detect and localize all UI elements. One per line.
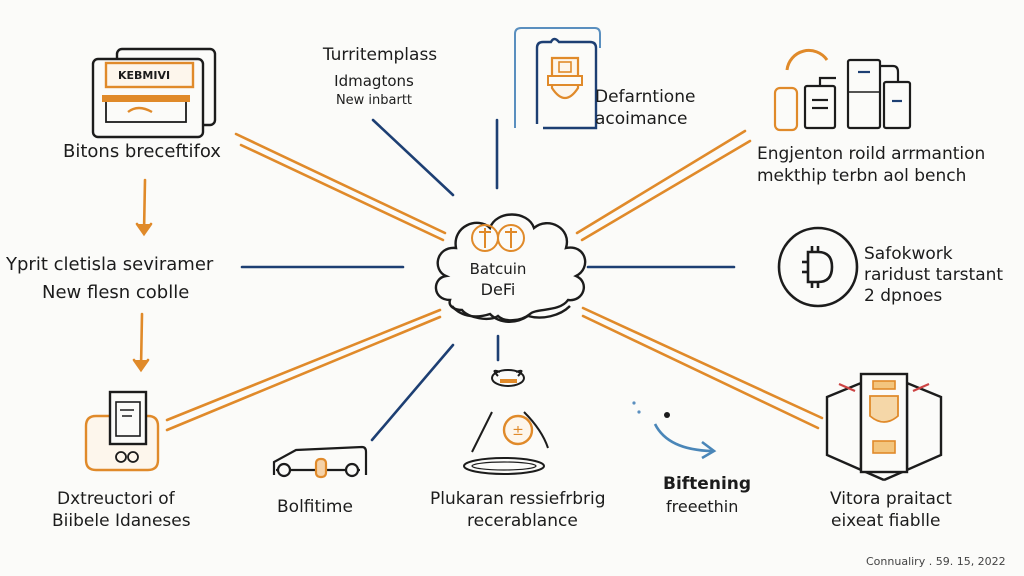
bitcoin-circle-icon <box>777 226 859 308</box>
connector-top-right <box>575 129 752 242</box>
node-top-center-left-line2: New inbartt <box>335 93 413 108</box>
node-middle-left-line2: New flesn coblle <box>42 282 190 303</box>
devices-icon <box>773 49 912 132</box>
node-top-center-left-line1: Idmagtons <box>334 72 414 90</box>
footer-date: Connualiry . 59. 15, 2022 <box>866 555 1006 568</box>
node-top-center-line2: acoimance <box>595 109 688 129</box>
curved-arrow-icon <box>632 401 717 460</box>
document-card-icon <box>91 47 217 139</box>
node-top-right-line2: mekthip terbn aol bench <box>757 166 967 186</box>
connector-bottom-left <box>165 308 442 432</box>
node-middle-left-line1: Yprit cletisla seviramer <box>6 254 214 275</box>
phone-wallet-icon <box>84 390 160 472</box>
node-top-left-label: Bitons breceftifox <box>63 141 221 162</box>
node-middle-right-line1: Safokwork <box>864 244 953 264</box>
node-bottom-left-line2: Biibele Idaneses <box>52 511 191 531</box>
center-line2: DeFi <box>480 280 516 299</box>
node-top-center-line1: Defarntione <box>595 87 696 107</box>
node-bottom-center-line1: Plukaran ressiefrbrig <box>430 489 606 509</box>
book-shield-icon <box>825 372 943 482</box>
arrow-down-2 <box>132 312 150 373</box>
figure-coin-icon: ± <box>463 369 549 475</box>
node-middle-right-line3: 2 dpnoes <box>864 286 943 306</box>
node-bottom-center-right-line1: freeethin <box>666 497 739 516</box>
node-bottom-right-line2: eixeat fiablle <box>831 511 941 531</box>
node-top-center-left-title: Turritemplass <box>322 45 438 65</box>
connector-bottom-right <box>581 306 824 430</box>
node-bottom-center-right-title: Biftening <box>663 474 752 494</box>
card-badge-text: KEBMIVI <box>118 69 171 82</box>
node-bottom-center-left-label: Bolfitime <box>277 497 353 517</box>
coins-icon <box>471 224 525 252</box>
connector-bottom-center-left <box>370 343 455 442</box>
connector-top-center-left <box>371 118 455 197</box>
center-line1: Batcuin <box>469 260 527 278</box>
connector-top-left <box>234 132 447 242</box>
node-middle-right-line2: raridust tarstant <box>864 265 1004 285</box>
node-top-right-line1: Engjenton roild arrmantion <box>757 144 986 164</box>
node-bottom-left-line1: Dxtreuctori of <box>57 489 175 509</box>
node-bottom-right-line1: Vitora praitact <box>830 489 952 509</box>
svg-text:±: ± <box>512 423 524 439</box>
arrow-down-1 <box>135 178 153 237</box>
vehicle-icon <box>272 445 368 479</box>
shield-badge-icon <box>514 27 601 130</box>
node-bottom-center-line2: recerablance <box>467 511 578 531</box>
